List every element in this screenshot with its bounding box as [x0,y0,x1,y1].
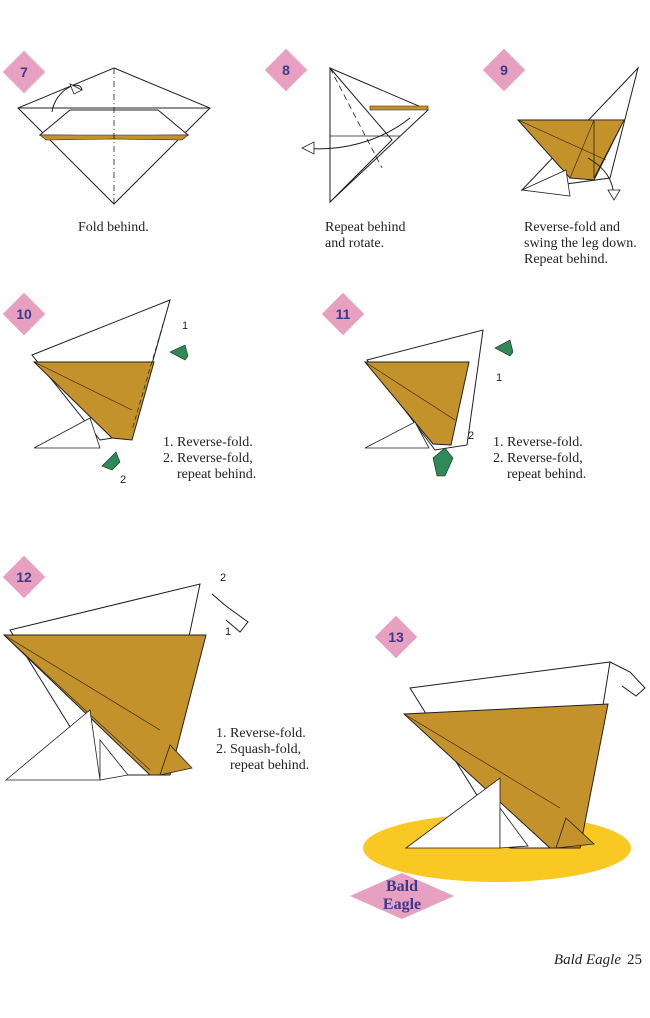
step-caption: 1. Reverse-fold. 2. Reverse-fold, repeat… [493,435,587,482]
fold-label: 2 [220,572,227,584]
step-badge: 12 [2,555,46,599]
fold-label: 1 [225,626,232,638]
step-number: 10 [16,306,32,322]
model-title-text: Bald Eagle [382,878,422,913]
step-caption: 1. Reverse-fold. 2. Squash-fold, repeat … [216,726,310,773]
step-number: 11 [335,306,351,322]
step-badge: 13 [374,615,418,659]
step-number: 7 [20,64,28,80]
step-caption: Fold behind. [78,220,149,235]
step-13-diagram [363,661,646,882]
model-title: Bald Eagle [350,873,454,919]
step-caption: 1. Reverse-fold. 2. Reverse-fold, repeat… [163,435,257,482]
step-badge: 8 [264,48,308,92]
step-11-diagram [363,329,514,477]
page-footer: Bald Eagle 25 [554,952,642,969]
step-caption: Repeat behind and rotate. [325,220,406,251]
fold-label: 1 [182,320,189,332]
page-number: 25 [627,952,642,968]
step-12-diagram [2,583,249,781]
fold-label: 2 [120,474,127,486]
step-number: 8 [282,62,290,78]
step-number: 9 [500,62,508,78]
step-8-diagram [301,66,429,204]
step-caption: Reverse-fold and swing the leg down. Rep… [524,220,637,267]
step-7-diagram [17,67,211,205]
step-badge: 11 [321,292,365,336]
fold-label: 2 [468,430,475,442]
step-number: 13 [388,629,404,645]
step-number: 12 [16,569,32,585]
step-10-diagram [31,299,189,471]
step-9-diagram [516,66,639,201]
fold-label: 1 [496,372,503,384]
footer-title: Bald Eagle [553,952,621,968]
step-badge: 10 [2,292,46,336]
step-badge: 9 [482,48,526,92]
step-badge: 7 [2,50,46,94]
